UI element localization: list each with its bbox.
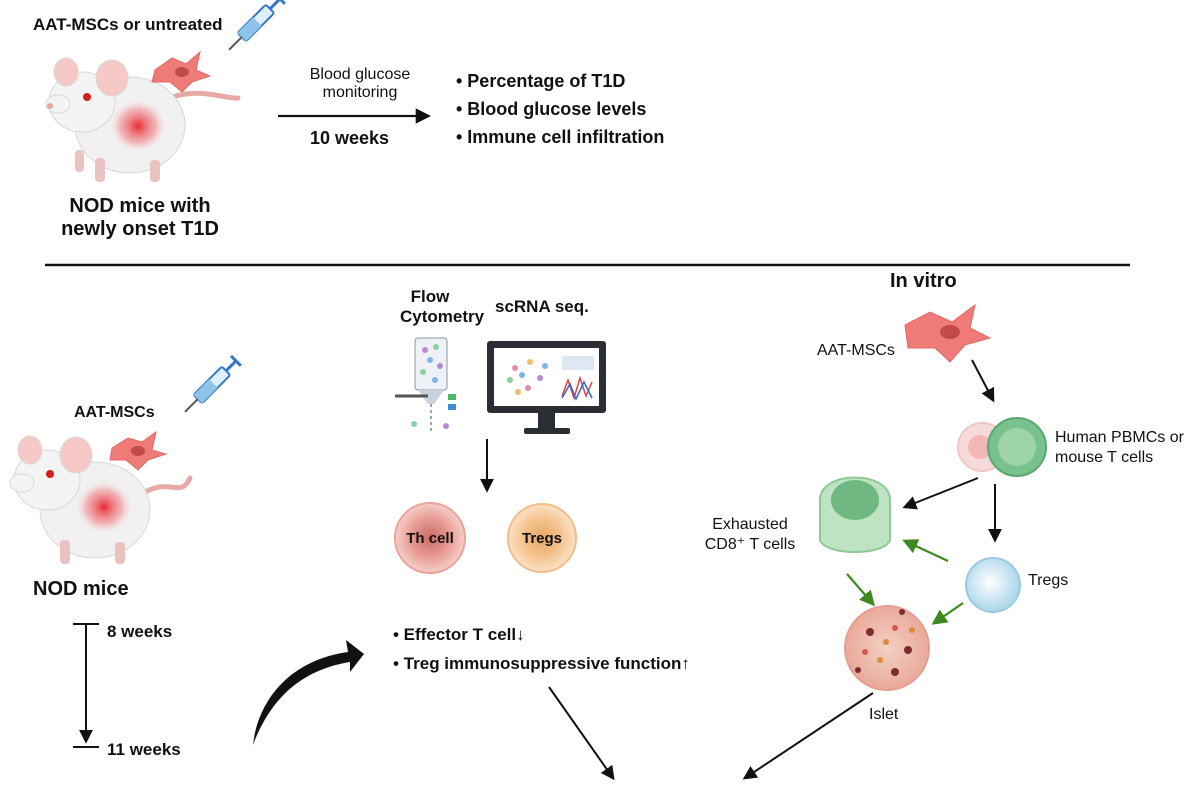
- pbmc-cells-graphic: [957, 417, 1047, 477]
- invitro-msc-cell: [904, 303, 992, 363]
- invitro-msc-label: AAT-MSCs: [817, 342, 895, 359]
- islet-graphic: [844, 605, 930, 691]
- exhausted-label: Exhausted CD8⁺ T cells: [690, 515, 810, 555]
- arrow-label: Blood glucose monitoring: [295, 66, 425, 103]
- tregs-invitro-cell-graphic: [965, 557, 1021, 613]
- method2-label: scRNA seq.: [495, 297, 589, 316]
- finding-item: • Effector T cell↓: [393, 625, 525, 644]
- outcome-item: • Blood glucose levels: [456, 99, 647, 119]
- islet-to-bottom-arrow: [742, 692, 874, 780]
- islet-label: Islet: [869, 706, 899, 723]
- findings-list: • Effector T cell↓ • Treg immunosuppress…: [393, 620, 690, 678]
- mice-label-bottom: NOD mice: [33, 578, 129, 600]
- msc-cell-top: [151, 50, 212, 93]
- timeline-start-label: 8 weeks: [107, 622, 173, 641]
- th-cell-label: Th cell: [406, 530, 454, 547]
- syringe-top-icon: [228, 0, 286, 51]
- method1-label-line2: Cytometry: [400, 306, 485, 326]
- treatment-label: AAT-MSCs or untreated: [33, 15, 223, 34]
- exhausted-label-line1: Exhausted: [712, 516, 788, 533]
- mouse-illustration-top: [45, 57, 241, 182]
- method1-label-line1: Flow: [410, 287, 450, 306]
- duration-label: 10 weeks: [310, 128, 390, 148]
- injection-label: AAT-MSCs: [74, 404, 155, 421]
- outcome-item: • Percentage of T1D: [456, 71, 626, 91]
- exhausted-to-islet-arrow: [846, 573, 876, 607]
- tregs-cell-label: Tregs: [521, 530, 563, 547]
- tregs-to-islet-arrow: [931, 602, 964, 625]
- syringe-bottom-icon: [184, 354, 242, 413]
- arrow-label-line1: Blood glucose: [309, 66, 411, 83]
- pbmc-to-exhausted-arrow: [902, 477, 979, 510]
- flow-cytometry-icon: [395, 337, 456, 432]
- mice-label-top-line1: NOD mice with: [69, 195, 211, 217]
- exhausted-label-line2: CD8⁺ T cells: [704, 536, 796, 553]
- th-cell-graphic: [394, 502, 466, 574]
- arrow-label-line2: monitoring: [322, 84, 398, 102]
- invitro-title: In vitro: [890, 270, 957, 292]
- scrna-monitor-icon: [487, 341, 606, 434]
- msc-cell-bottom: [109, 430, 168, 471]
- pbmc-label: Human PBMCs or mouse T cells: [1055, 428, 1184, 468]
- findings-arrow: [548, 686, 615, 781]
- finding-item: • Treg immunosuppressive function↑: [393, 654, 690, 673]
- pbmc-label-line1: Human PBMCs or: [1055, 429, 1184, 446]
- mice-label-top-line2: newly onset T1D: [61, 218, 219, 240]
- tregs-invitro-label: Tregs: [1028, 572, 1069, 589]
- msc-to-pbmc-arrow: [971, 359, 995, 403]
- tregs-cell-graphic: [507, 503, 577, 573]
- curved-arrow: [253, 640, 364, 745]
- exhausted-cd8-cell-graphic: [819, 476, 891, 553]
- timeline-end-label: 11 weeks: [107, 740, 181, 759]
- tregs-to-exhausted-arrow: [902, 539, 949, 562]
- pbmc-label-line2: mouse T cells: [1055, 449, 1154, 466]
- week-timeline: [73, 623, 99, 748]
- outcome-item: • Immune cell infiltration: [456, 127, 665, 147]
- mouse-illustration-bottom: [9, 435, 193, 564]
- outcome-list: • Percentage of T1D • Blood glucose leve…: [456, 67, 664, 151]
- mice-label-top: NOD mice with newly onset T1D: [55, 195, 225, 241]
- method1-label: Flow Cytometry: [400, 287, 485, 326]
